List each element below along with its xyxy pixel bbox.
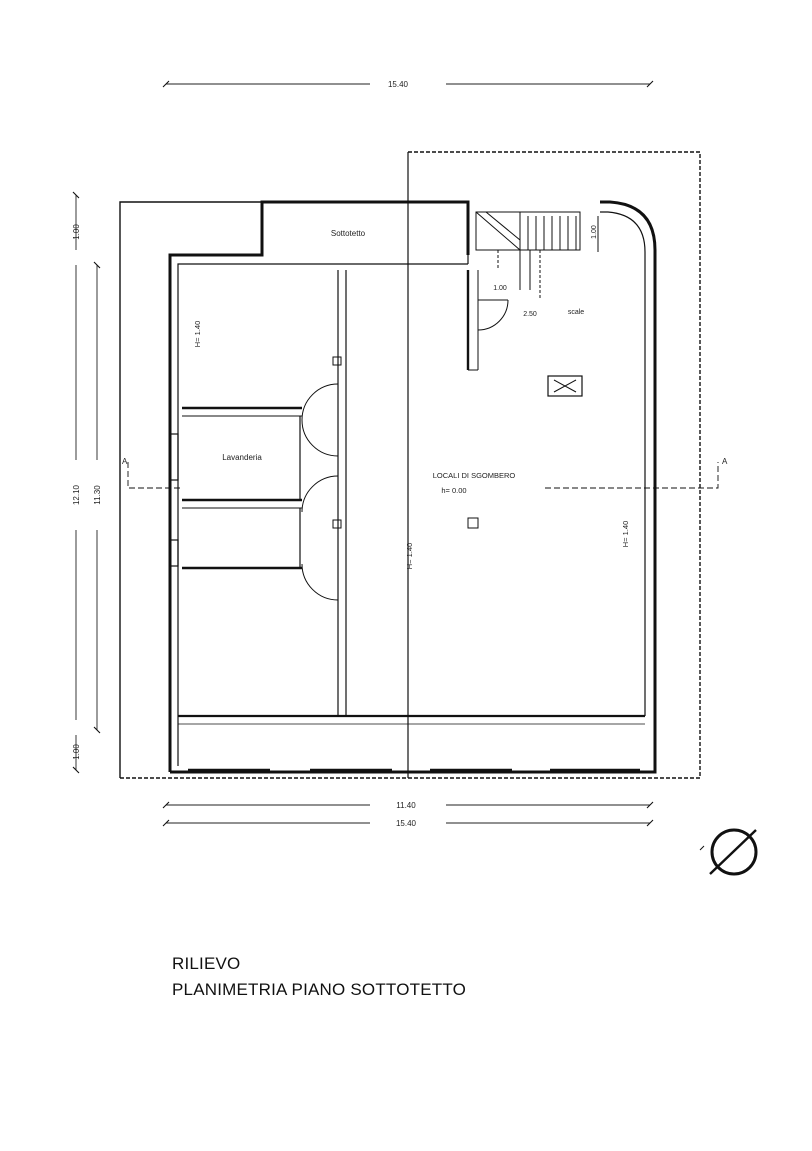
height-left-room: H= 1.40 — [193, 321, 202, 347]
building-outline — [119, 151, 719, 779]
dim-left-overall: 12.10 — [72, 484, 81, 505]
stair-note: scale — [568, 309, 584, 316]
drawing-subtitle: PLANIMETRIA PIANO SOTTOTETTO — [172, 980, 467, 999]
stair-step: 2.50 — [523, 311, 537, 318]
section-mark-left: A — [122, 457, 128, 466]
dim-left-inner: 11.30 — [93, 485, 102, 505]
height-right: H= 1.40 — [621, 521, 630, 547]
staircase — [466, 211, 599, 371]
section-mark-right: A — [722, 457, 728, 466]
dim-bottom-overall: 15.40 — [396, 819, 417, 828]
dimension-lines — [72, 80, 654, 827]
stair-height: 1.00 — [591, 225, 598, 239]
dim-bottom-inner: 11.40 — [396, 801, 416, 810]
room-label-top: Sottotetto — [331, 229, 366, 238]
room-label-main: LOCALI DI SGOMBERO — [433, 471, 516, 480]
height-center: H= 1.40 — [405, 543, 414, 569]
room-label-small: Lavanderia — [222, 453, 262, 462]
north-arrow-icon — [699, 828, 758, 876]
drawing-title: RILIEVO — [172, 954, 241, 973]
dimension-texts: 15.40 11.40 15.40 1.00 12.10 11.30 1.00 — [72, 80, 417, 828]
dim-left-top: 1.00 — [72, 224, 81, 240]
room-label-main-height: h= 0.00 — [441, 486, 466, 495]
dim-top-overall: 15.40 — [388, 80, 409, 89]
room-labels: Sottotetto Lavanderia LOCALI DI SGOMBERO… — [122, 225, 728, 569]
dim-left-bottom: 1.00 — [72, 744, 81, 760]
stair-width: 1.00 — [493, 285, 507, 292]
